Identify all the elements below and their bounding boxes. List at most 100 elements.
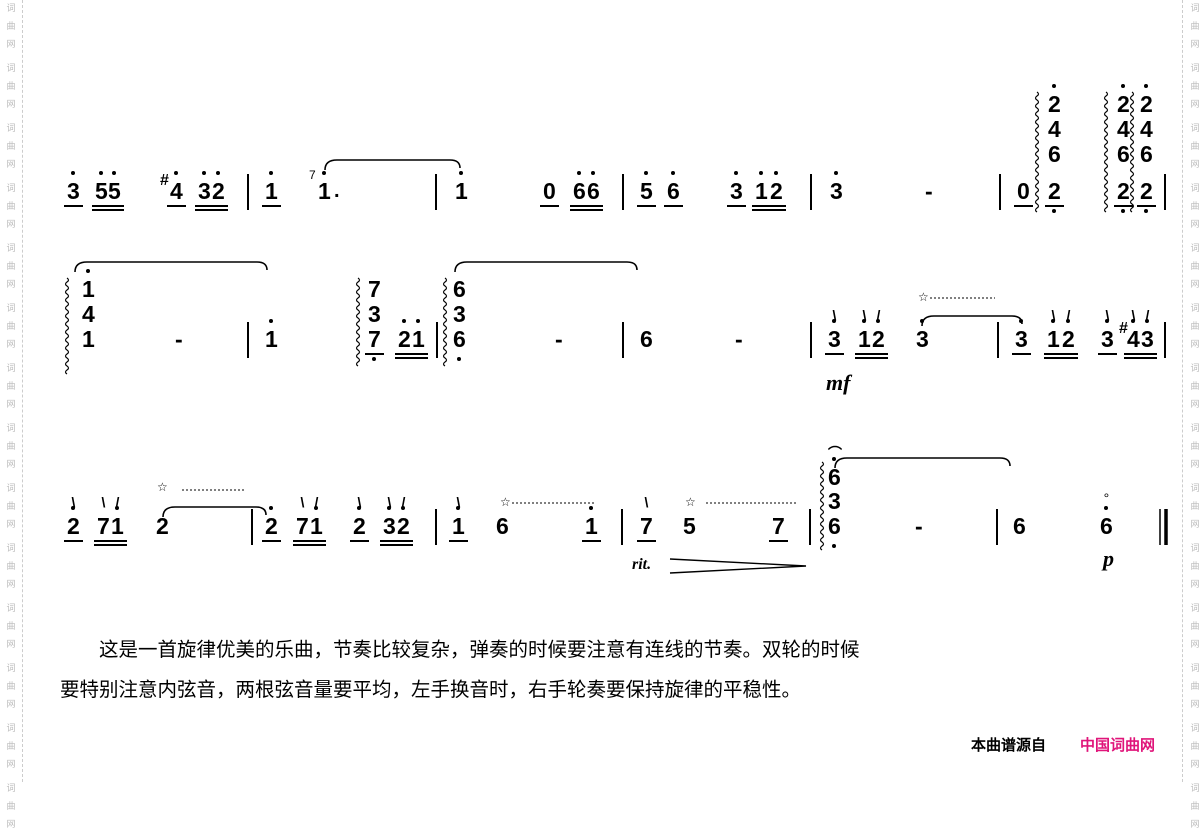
watermark-text: 词曲网 — [1190, 364, 1200, 410]
note-digit: 2 — [1117, 178, 1130, 204]
slur — [324, 159, 461, 171]
note: 7\ — [94, 494, 113, 546]
decrescendo-hairpin — [669, 558, 807, 574]
note: 0 — [540, 178, 559, 207]
note-digit: 5 — [95, 178, 108, 204]
note: 1. — [318, 171, 340, 204]
articulation-mark: \ — [387, 494, 392, 510]
watermark-text: 词曲网 — [1190, 4, 1200, 50]
note: 2\ — [64, 494, 83, 542]
note-digit: 5 — [108, 178, 121, 204]
watermark-text: 词曲网 — [6, 544, 16, 590]
arpeggio-wave — [1129, 91, 1135, 213]
note-digit: 4 — [1127, 326, 1140, 352]
arpeggio-wave — [819, 461, 825, 551]
description-line-2: 要特别注意内弦音，两根弦音量要平均，左手换音时，右手轮奏要保持旋律的平稳性。 — [60, 678, 802, 701]
note: 1 — [752, 171, 771, 211]
note-digit: 6 — [667, 178, 680, 204]
source-site-link[interactable]: 中国词曲网 — [1080, 737, 1156, 754]
watermark-text: 词曲网 — [6, 664, 16, 710]
note: 3 — [916, 319, 929, 352]
ritardando-mark: rit. — [632, 556, 652, 573]
note: 3 — [368, 301, 381, 327]
note: 4 — [167, 171, 186, 207]
note-digit: 1 — [455, 178, 468, 204]
source-label: 本曲谱源自 — [971, 737, 1047, 754]
note: 3\ — [380, 494, 399, 546]
note: 2/ — [1059, 307, 1078, 359]
note-digit: 1 — [111, 513, 124, 539]
note: 3 — [195, 171, 214, 211]
watermark-text: 词曲网 — [6, 184, 16, 230]
note-digit: 3 — [828, 488, 841, 514]
watermark-text: 词曲网 — [1190, 664, 1200, 710]
articulation-mark: \ — [1131, 307, 1136, 323]
note: 6° — [1100, 490, 1113, 539]
note-digit: 3 — [1015, 326, 1028, 352]
note-digit: 2 — [397, 513, 410, 539]
note-digit: 1 — [412, 326, 425, 352]
note-digit: - — [735, 326, 743, 352]
note: 2 — [262, 506, 281, 542]
note-digit: 6 — [453, 276, 466, 302]
note-digit: 3 — [67, 178, 80, 204]
sharp-sign: # — [1119, 316, 1128, 342]
note: 2/ — [394, 494, 413, 546]
note-digit: 1 — [310, 513, 323, 539]
note-digit: 1 — [82, 276, 95, 302]
note: 2 — [1140, 84, 1153, 117]
note: 1\ — [449, 494, 468, 542]
note: 1\ — [1044, 307, 1063, 359]
arpeggio-wave — [355, 277, 361, 367]
note: 6 — [1117, 141, 1130, 167]
note-digit: 0 — [543, 178, 556, 204]
watermark-text: 词曲网 — [1190, 484, 1200, 530]
articulation-mark: / — [1145, 307, 1150, 323]
note-digit: 7 — [368, 326, 381, 352]
note-digit: 2 — [1048, 178, 1061, 204]
note: 2 — [1137, 178, 1156, 213]
note: 3/ — [1138, 307, 1157, 359]
note: 6 — [1013, 513, 1026, 539]
watermark-text: 词曲网 — [6, 424, 16, 470]
watermark-text: 词曲网 — [1190, 604, 1200, 650]
dash-note: - — [175, 326, 183, 352]
watermark-text: 词曲网 — [6, 784, 16, 830]
description-line-1: 这是一首旋律优美的乐曲，节奏比较复杂，弹奏的时候要注意有连线的节奏。双轮的时候 — [60, 638, 860, 661]
note-digit: 5 — [683, 513, 696, 539]
note-digit: 7 — [97, 513, 110, 539]
articulation-mark: \ — [71, 494, 76, 510]
note: 6 — [1048, 141, 1061, 167]
slur — [921, 315, 1023, 327]
slur — [162, 506, 267, 518]
arpeggio-wave — [64, 277, 70, 375]
note-digit: 6 — [453, 326, 466, 352]
note: 4 — [1140, 116, 1153, 142]
dash-note: - — [915, 513, 923, 539]
note: 7 — [309, 162, 316, 188]
note-digit: 5 — [640, 178, 653, 204]
note: 6 — [664, 171, 683, 207]
note-digit: 6 — [1048, 141, 1061, 167]
watermark-text: 词曲网 — [6, 304, 16, 350]
note: 3\ — [1098, 307, 1117, 355]
note: 2\ — [350, 494, 369, 542]
note-digit: 6 — [828, 513, 841, 539]
note: 6 — [570, 171, 589, 211]
arpeggio-wave — [1103, 91, 1109, 213]
note-digit: 1 — [585, 513, 598, 539]
note: 1 — [455, 171, 468, 204]
note-digit: 2 — [1048, 91, 1061, 117]
note: 6 — [496, 513, 509, 539]
note: 6 — [453, 276, 466, 302]
note: 3 — [1012, 319, 1031, 355]
star-mark: ☆ — [500, 495, 511, 509]
note: 6 — [1140, 141, 1153, 167]
note-digit: 2 — [398, 326, 411, 352]
note: 4\ — [1124, 307, 1143, 359]
articulation-mark: \ — [1051, 307, 1056, 323]
note: 2 — [395, 319, 414, 359]
dash-note: - — [555, 326, 563, 352]
note-digit: 3 — [1141, 326, 1154, 352]
